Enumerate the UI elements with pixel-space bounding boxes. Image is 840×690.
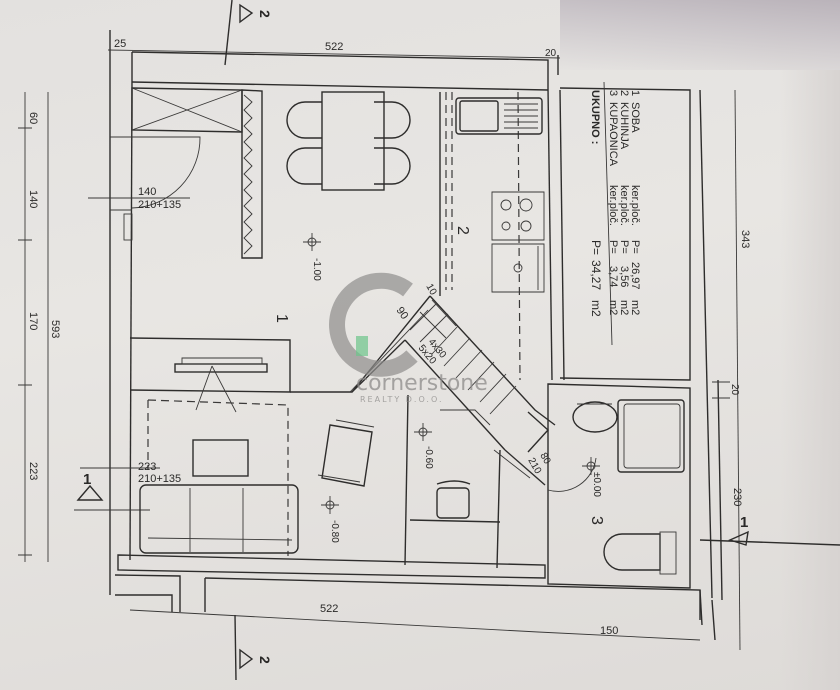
section-2-bottom: 2 [257, 656, 273, 664]
stairs-dim: 90 [394, 305, 411, 322]
legend-row-3-num: 3 [607, 90, 619, 96]
paper-fold [780, 70, 840, 690]
furniture-kitchen [455, 97, 545, 293]
level-room1: -1.00 [311, 258, 322, 281]
dim-left-223: 223 [27, 462, 39, 480]
watermark-sub: REALTY D.O.O. [360, 395, 444, 404]
legend-row-3-unit: m2 [607, 300, 619, 315]
legend-row-1-unit: m2 [629, 300, 641, 315]
legend-row-2-p: P= [618, 240, 630, 254]
legend-total-unit: m2 [589, 300, 603, 317]
dim-right-230: 230 [731, 488, 743, 506]
dim-right-343: 343 [739, 230, 751, 248]
furniture-bathroom [547, 399, 685, 575]
dim-top-main: 522 [325, 41, 343, 53]
level-hall: -0.60 [423, 446, 434, 469]
furniture-hall-chair [436, 480, 471, 519]
legend-total-label: UKUPNO : [589, 90, 601, 144]
watermark: cornerstone REALTY D.O.O. [329, 272, 488, 404]
dim-left-140: 140 [27, 190, 39, 208]
level-bath: ±0.00 [591, 472, 602, 497]
legend-row-1-num: 1 [629, 90, 641, 96]
legend-row-3-p: P= [607, 240, 619, 254]
section-2-top: 2 [257, 10, 273, 18]
watermark-logo-accent [356, 336, 368, 356]
legend-total-p: P= [589, 240, 603, 255]
room-number-3: 3 [588, 516, 605, 525]
watermark-logo-icon [329, 272, 418, 377]
legend-row-3-floor: ker.ploč. [607, 185, 619, 226]
legend-row-2-floor: ker.ploč. [618, 185, 630, 226]
door-bath-width: 80 [537, 451, 552, 467]
legend-row-3-name: KUPAONICA [607, 102, 619, 167]
window-bottom-height: 210+135 [138, 473, 181, 485]
stairs [349, 299, 549, 479]
dim-top-right: 20 [545, 48, 557, 59]
dim-right-20: 20 [729, 384, 740, 396]
room-number-2: 2 [454, 226, 471, 235]
dim-top-left: 25 [114, 38, 126, 50]
window-top-height: 210+135 [138, 199, 181, 211]
section-1-right: 1 [740, 514, 748, 531]
furniture-dining-table [286, 91, 411, 191]
level-living: -0.80 [329, 520, 340, 543]
legend-row-2-name: KUHINJA [618, 102, 630, 150]
legend-row-3-area: 3,74 [607, 266, 619, 287]
window-bottom-width: 223 [138, 461, 156, 473]
furniture-living [139, 357, 375, 556]
legend-row-1-p: P= [629, 240, 641, 254]
legend-row-2-area: 3,56 [618, 266, 630, 287]
section-1-left: 1 [83, 471, 91, 488]
legend-row-1-name: SOBA [629, 102, 641, 133]
room-legend: 1 SOBA ker.ploč. P= 26,97 m2 2 KUHINJA k… [589, 81, 641, 346]
dim-bottom-right: 150 [600, 625, 618, 637]
level-markers [303, 233, 600, 514]
internal-walls [74, 87, 556, 569]
room-number-1: 1 [273, 314, 290, 323]
legend-row-1-area: 26,97 [629, 262, 641, 290]
watermark-brand: cornerstone [356, 371, 488, 396]
legend-total-area: 34,27 [589, 260, 603, 290]
dim-left-total: 593 [49, 320, 61, 338]
outer-walls [109, 30, 723, 641]
paper-shadow [560, 0, 840, 70]
dim-left-170: 170 [27, 312, 39, 330]
dim-bottom-main: 522 [320, 603, 338, 615]
dimension-lines [18, 0, 840, 681]
stairs-tick: 10 [423, 282, 438, 298]
window-top-width: 140 [138, 186, 156, 198]
legend-row-1-floor: ker.ploč. [629, 185, 641, 226]
legend-row-2-num: 2 [618, 90, 630, 96]
dim-left-60: 60 [27, 112, 39, 124]
legend-row-2-unit: m2 [618, 300, 630, 315]
